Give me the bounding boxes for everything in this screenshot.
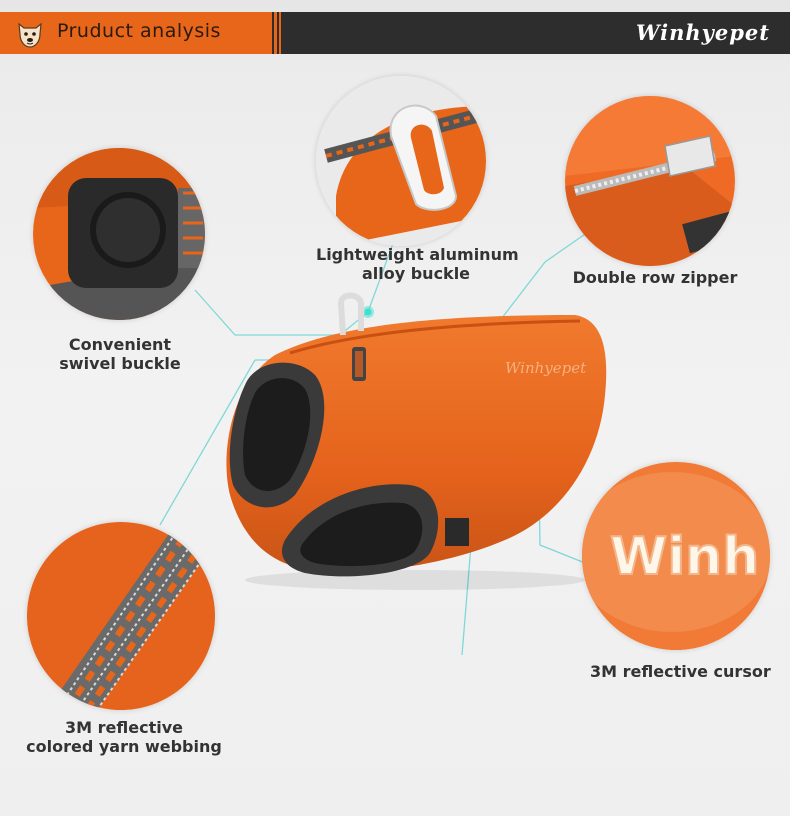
- dog-vest-image: Winhyepet: [226, 292, 607, 590]
- header-title-block: Pruduct analysis: [0, 12, 272, 54]
- header-divider: [274, 12, 277, 54]
- callout-image-swivel-buckle: [33, 148, 205, 320]
- callout-text-line: Lightweight aluminum: [316, 245, 519, 264]
- callout-text-line: 3M reflective: [65, 718, 183, 737]
- callout-text-line: 3M reflective cursor: [590, 662, 771, 681]
- reflective-logo-text: Winh: [610, 527, 759, 587]
- dog-face-icon: [14, 18, 46, 50]
- callout-text-line: alloy buckle: [361, 264, 471, 283]
- callout-image-zipper: [565, 96, 735, 266]
- leader-line: [367, 237, 396, 313]
- header-divider: [279, 12, 281, 54]
- callout-image-alloy-buckle: [316, 76, 486, 246]
- callout-text-line: Double row zipper: [572, 268, 738, 287]
- leader-line: [194, 289, 369, 336]
- callout-label-reflective-cursor: 3M reflective cursor: [590, 662, 771, 681]
- callout-text-line: Convenient: [68, 335, 172, 354]
- leader-line: [159, 359, 256, 526]
- page-title: Pruduct analysis: [57, 20, 221, 42]
- callout-label-swivel-buckle: Convenient swivel buckle: [50, 335, 190, 373]
- header-bar: Pruduct analysis Winhyepet: [0, 12, 790, 54]
- callout-label-zipper: Double row zipper: [570, 268, 740, 287]
- callout-text-line: colored yarn webbing: [26, 737, 222, 756]
- callout-label-webbing: 3M reflective colored yarn webbing: [24, 718, 224, 756]
- callout-image-webbing: [27, 522, 215, 710]
- brand-logo-text: Winhyepet: [635, 20, 770, 45]
- callout-label-alloy-buckle: Lightweight aluminum alloy buckle: [316, 245, 519, 283]
- leader-line: [461, 532, 473, 656]
- callout-text-line: swivel buckle: [59, 354, 181, 373]
- callout-image-reflective-logo: Winh: [582, 462, 770, 650]
- vest-logo-text: Winhyepet: [505, 359, 587, 377]
